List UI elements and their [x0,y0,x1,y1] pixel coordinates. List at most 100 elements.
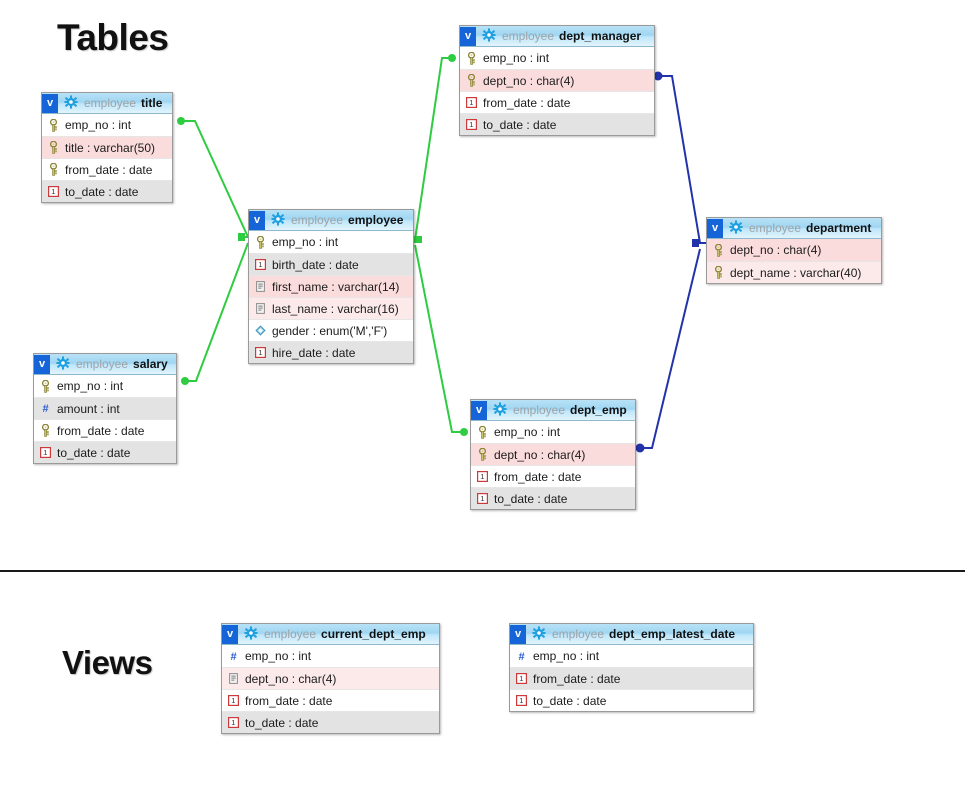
key-icon [47,118,60,132]
column-row[interactable]: first_name : varchar(14) [249,275,413,297]
column-label: from_date : date [494,469,582,484]
svg-text:1: 1 [480,494,484,503]
view-badge-icon: v [249,210,265,230]
svg-text:1: 1 [519,674,523,683]
gear-icon [64,95,80,111]
column-row[interactable]: title : varchar(50) [42,136,172,158]
column-row[interactable]: dept_name : varchar(40) [707,261,881,283]
text-icon [254,280,267,294]
entity-name-label: current_dept_emp [321,627,426,641]
entity-salary[interactable]: v employee salary emp_no : int#amount : int… [33,353,177,464]
entity-schema-label: employee [84,96,137,110]
column-label: from_date : date [57,423,145,438]
column-row[interactable]: gender : enum('M','F') [249,319,413,341]
key-icon [39,379,52,393]
svg-text:1: 1 [258,348,262,357]
column-label: from_date : date [65,162,153,177]
column-row[interactable]: 1 from_date : date [471,465,635,487]
column-label: birth_date : date [272,257,359,272]
section-divider [0,570,965,572]
key-icon [712,266,725,280]
svg-text:1: 1 [519,696,523,705]
date-icon: 1 [227,694,240,708]
column-row[interactable]: from_date : date [42,158,172,180]
entity-columns: dept_no : char(4)dept_name : varchar(40) [707,239,881,283]
column-row[interactable]: emp_no : int [249,231,413,253]
column-label: emp_no : int [533,649,600,663]
entity-schema-label: employee [291,213,344,227]
entity-schema-label: employee [552,627,605,641]
date-icon: 1 [476,492,489,506]
section-heading-tables: Tables [57,17,169,58]
section-heading-views: Views [62,644,153,681]
date-icon: 1 [254,346,267,360]
text-icon [254,302,267,316]
column-row[interactable]: emp_no : int [34,375,176,397]
column-row[interactable]: dept_no : char(4) [460,69,654,91]
date-icon: 1 [515,694,528,708]
text-icon [227,672,240,686]
column-row[interactable]: dept_no : char(4) [471,443,635,465]
key-icon [47,163,60,177]
column-row[interactable]: emp_no : int [42,114,172,136]
column-label: dept_no : char(4) [483,73,575,88]
gear-icon [729,220,745,236]
column-row[interactable]: last_name : varchar(16) [249,297,413,319]
gear-icon [532,626,548,642]
column-row[interactable]: emp_no : int [471,421,635,443]
view-badge-icon: v [510,624,526,644]
number-icon: # [515,649,528,663]
entity-name-label: salary [133,357,168,371]
view-badge-icon: v [34,354,50,374]
entity-name-label: dept_emp [570,403,627,417]
entity-name-label: dept_manager [559,29,642,43]
column-row[interactable]: dept_no : char(4) [222,667,439,689]
svg-text:1: 1 [51,187,55,196]
date-icon: 1 [476,470,489,484]
column-label: to_date : date [245,715,319,730]
column-row[interactable]: # emp_no : int [510,645,753,667]
entity-schema-label: employee [76,357,129,371]
column-row[interactable]: 1 to_date : date [42,180,172,202]
entity-header-salary[interactable]: v employee salary [34,354,176,375]
column-label: to_date : date [65,184,139,199]
svg-text:1: 1 [469,98,473,107]
column-label: to_date : date [494,491,568,506]
column-label: title : varchar(50) [65,140,156,155]
date-icon: 1 [465,118,478,132]
column-row[interactable]: 1 to_date : date [471,487,635,509]
svg-text:1: 1 [231,696,235,705]
column-row[interactable]: emp_no : int [460,47,654,69]
key-icon [476,425,489,439]
column-row[interactable]: #emp_no : int [222,645,439,667]
entity-schema-label: employee [749,221,802,235]
column-row[interactable]: dept_no : char(4) [707,239,881,261]
column-row[interactable]: from_date : date [34,419,176,441]
svg-text:1: 1 [480,472,484,481]
column-row[interactable]: #amount : int [34,397,176,419]
